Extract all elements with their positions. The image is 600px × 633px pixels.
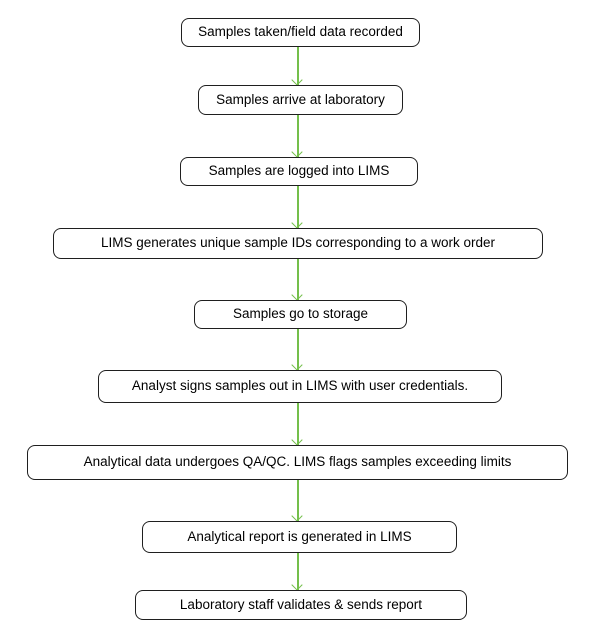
flow-arrow-down-5: [297, 329, 299, 370]
flow-node-report-generated: Analytical report is generated in LIMS: [142, 521, 457, 553]
flow-node-samples-logged: Samples are logged into LIMS: [180, 157, 418, 186]
flow-arrow-down-2: [297, 115, 299, 157]
flow-node-samples-arrive: Samples arrive at laboratory: [198, 85, 403, 115]
flow-arrow-down-4: [297, 259, 299, 300]
flow-arrow-down-7: [297, 480, 299, 521]
flow-node-lims-generates-ids: LIMS generates unique sample IDs corresp…: [53, 228, 543, 259]
flow-arrow-down-8: [297, 553, 299, 590]
flow-node-analyst-signs-out: Analyst signs samples out in LIMS with u…: [98, 370, 502, 403]
flow-node-samples-taken: Samples taken/field data recorded: [181, 18, 420, 47]
flow-arrow-down-1: [297, 47, 299, 85]
flow-arrow-down-3: [297, 186, 299, 228]
flow-arrow-down-6: [297, 403, 299, 445]
flow-node-qa-qc-flags: Analytical data undergoes QA/QC. LIMS fl…: [27, 445, 568, 480]
flow-node-samples-storage: Samples go to storage: [194, 300, 407, 329]
flow-node-staff-validates-sends: Laboratory staff validates & sends repor…: [135, 590, 467, 620]
